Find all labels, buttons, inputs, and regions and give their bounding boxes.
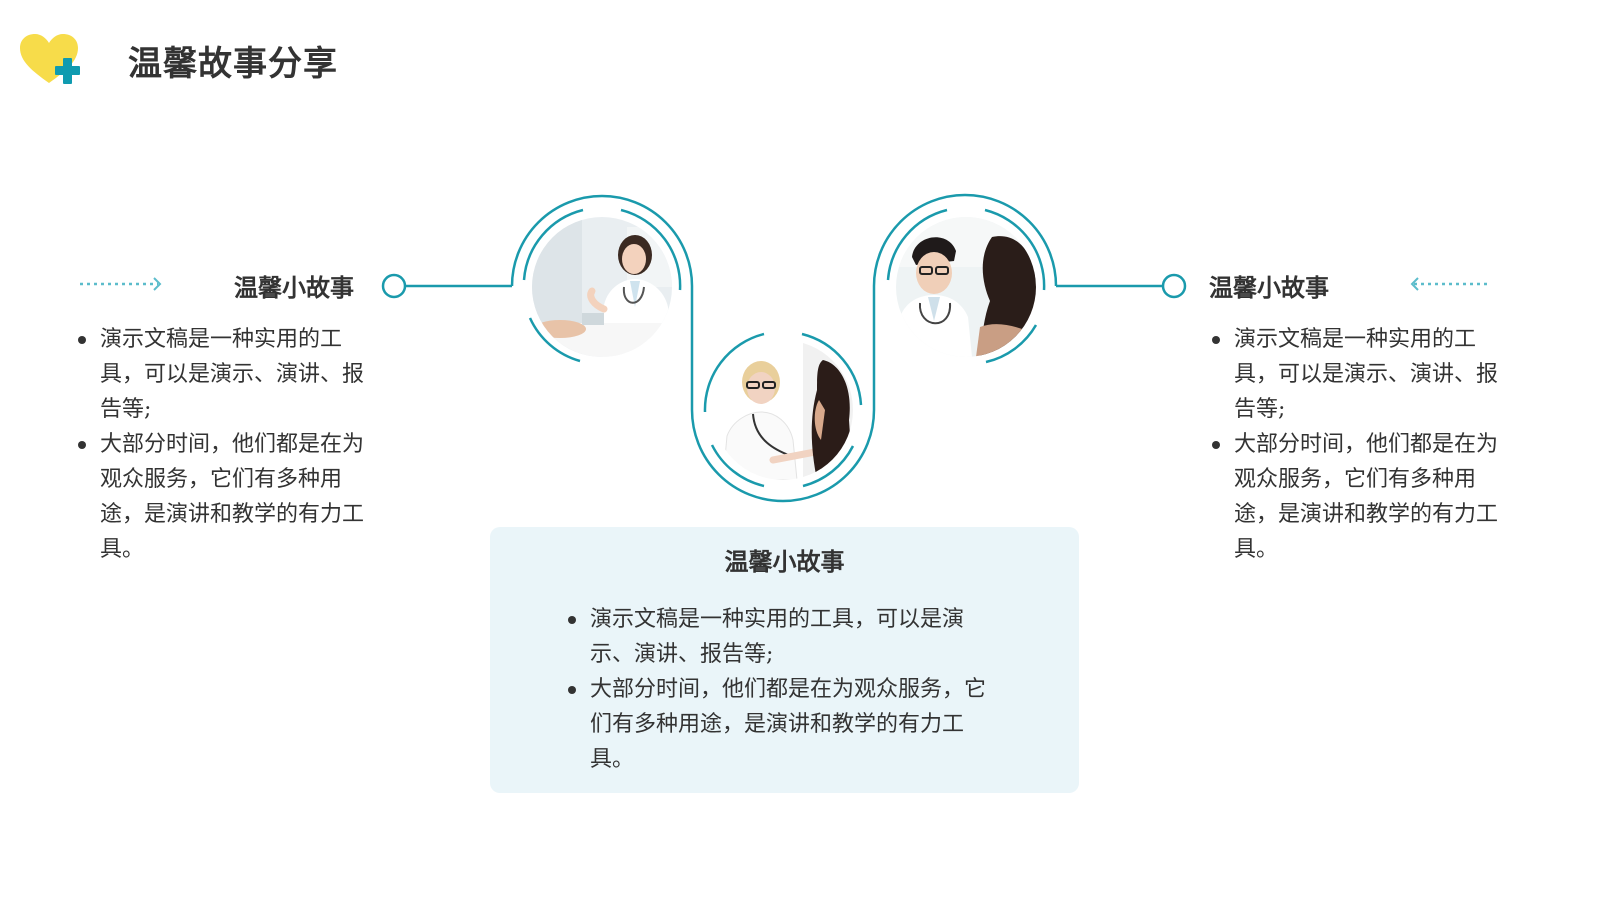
list-item: 大部分时间，他们都是在为观众服务，它们有多种用途，是演讲和教学的有力工具。: [566, 672, 1006, 777]
center-story-bullets: 演示文稿是一种实用的工具，可以是演示、演讲、报告等; 大部分时间，他们都是在为观…: [566, 602, 1006, 777]
list-item: 演示文稿是一种实用的工具，可以是演示、演讲、报告等;: [1210, 322, 1498, 427]
heart-plus-icon: [20, 34, 80, 84]
center-story-card: 温馨小故事 演示文稿是一种实用的工具，可以是演示、演讲、报告等; 大部分时间，他…: [490, 527, 1079, 793]
arrow-left-icon: [1410, 277, 1490, 291]
list-item: 大部分时间，他们都是在为观众服务，它们有多种用途，是演讲和教学的有力工具。: [76, 427, 364, 567]
male-doctor-photo: [896, 217, 1036, 357]
list-item: 大部分时间，他们都是在为观众服务，它们有多种用途，是演讲和教学的有力工具。: [1210, 427, 1498, 567]
right-story-heading: 温馨小故事: [1209, 274, 1329, 302]
left-story-bullets: 演示文稿是一种实用的工具，可以是演示、演讲、报告等; 大部分时间，他们都是在为观…: [76, 322, 364, 567]
doctor-stethoscope-photo: [713, 340, 853, 480]
left-story-heading: 温馨小故事: [234, 274, 354, 302]
doctor-consultation-photo: [532, 217, 672, 357]
page-title: 温馨故事分享: [128, 44, 338, 84]
list-item: 演示文稿是一种实用的工具，可以是演示、演讲、报告等;: [566, 602, 1006, 672]
right-story-bullets: 演示文稿是一种实用的工具，可以是演示、演讲、报告等; 大部分时间，他们都是在为观…: [1210, 322, 1498, 567]
arrow-right-icon: [80, 277, 162, 291]
center-story-heading: 温馨小故事: [724, 548, 845, 576]
list-item: 演示文稿是一种实用的工具，可以是演示、演讲、报告等;: [76, 322, 364, 427]
